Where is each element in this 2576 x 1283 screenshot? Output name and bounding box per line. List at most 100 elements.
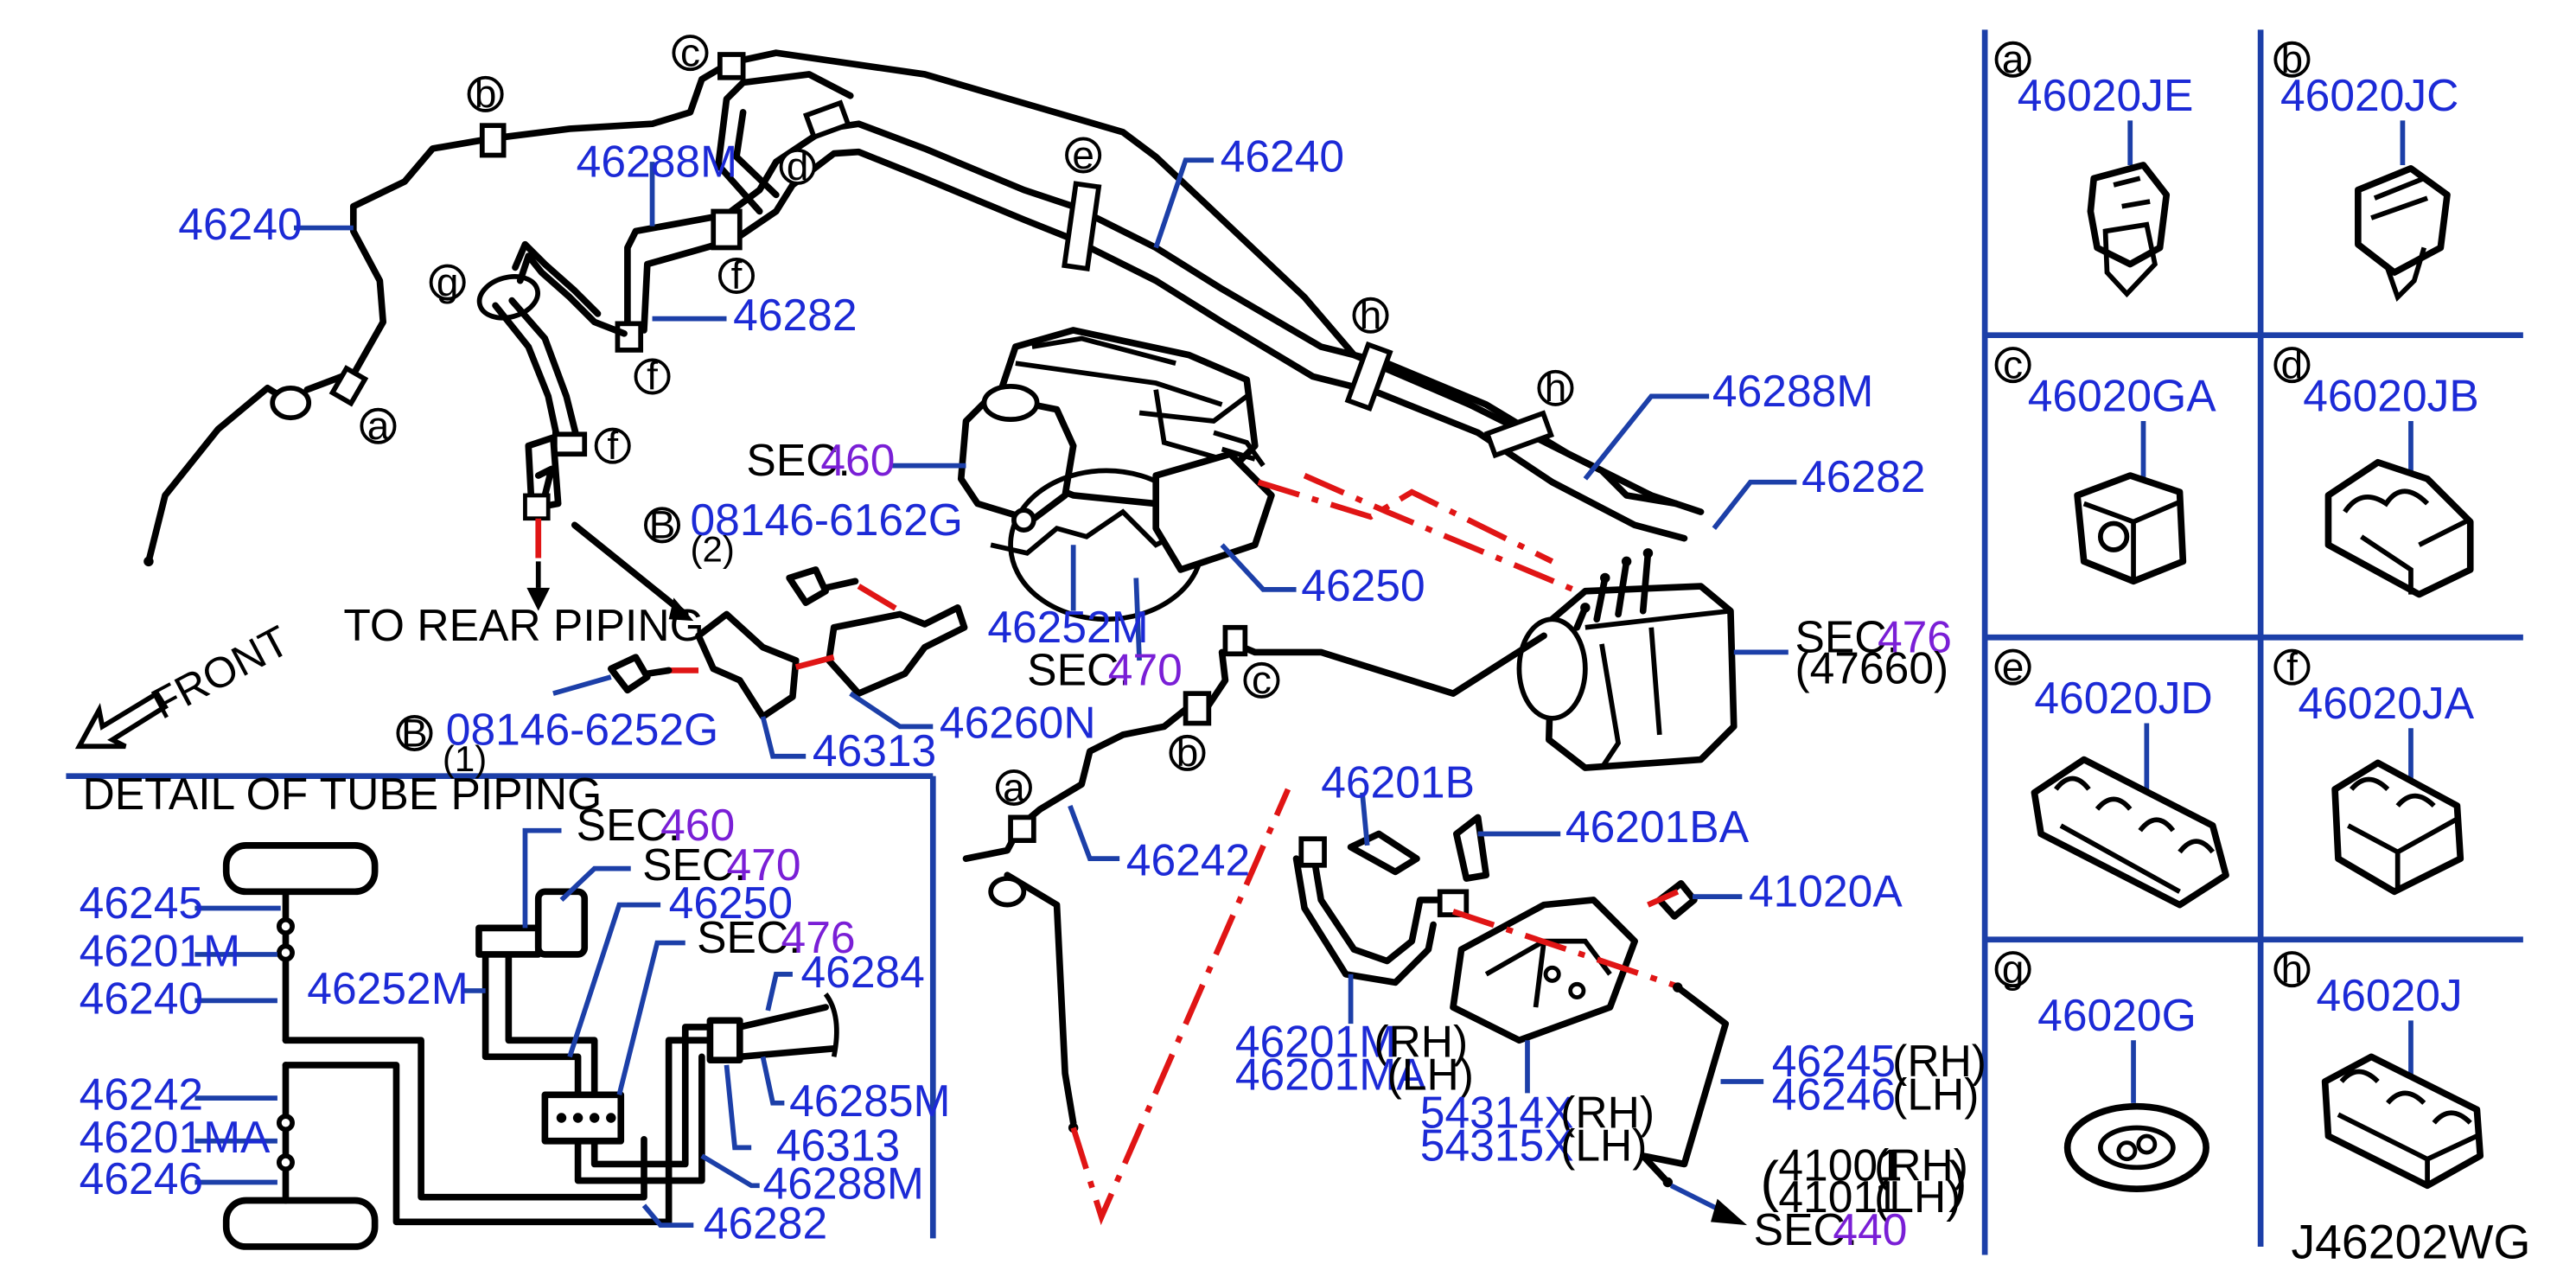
clip-46020JC-icon bbox=[2355, 164, 2451, 276]
label-46313: 46313 bbox=[813, 725, 936, 776]
clip-46201BA-icon bbox=[1453, 814, 1490, 882]
clip-part-number: 46020JE bbox=[2018, 70, 2194, 120]
label-46201B: 46201B bbox=[1321, 756, 1475, 807]
sec-prefix: SEC. bbox=[1795, 611, 1898, 661]
svg-text:f: f bbox=[607, 424, 618, 468]
clip-panel-h: h 46020J bbox=[2273, 947, 2484, 1190]
label-46282: 46282 bbox=[704, 1197, 827, 1248]
svg-text:h: h bbox=[1360, 293, 1382, 337]
callout-letters: a b c d e f g f f h h c b a B B bbox=[360, 30, 1574, 809]
clip-panel-b: b 46020JC bbox=[2273, 37, 2458, 303]
sec-476: 476 bbox=[781, 912, 856, 962]
bolt-08146-6252G-label: 08146-6252G bbox=[446, 704, 718, 754]
bracket-46313-icon bbox=[695, 610, 800, 720]
master-cylinder-booster-icon bbox=[957, 327, 1275, 622]
sec-prefix: SEC. bbox=[1027, 645, 1131, 695]
front-wheel-icon bbox=[222, 842, 379, 896]
clip-panel-a: a 46020JE bbox=[1994, 37, 2194, 298]
connector-46313-icon bbox=[706, 1017, 743, 1063]
clip-panel-f: f 46020JA bbox=[2273, 645, 2475, 896]
label-46201MA: 46201MA bbox=[80, 1112, 271, 1162]
diagram-id: J46202WG bbox=[2291, 1215, 2530, 1268]
svg-text:e: e bbox=[1072, 133, 1094, 177]
clip-panel-d: d 46020JB bbox=[2273, 342, 2479, 598]
label-46246: 46246 bbox=[80, 1153, 203, 1203]
clip-46020JA-icon bbox=[2331, 759, 2464, 896]
label-46245: 46245 bbox=[80, 878, 203, 928]
label-46252M: 46252M bbox=[307, 963, 468, 1013]
grommet-46020G-icon bbox=[2063, 1102, 2209, 1192]
sec-470: 470 bbox=[727, 839, 801, 890]
bolt-qty: (1) bbox=[443, 738, 487, 779]
callout-letter-circle bbox=[1994, 41, 2031, 78]
clip-46020GA-icon bbox=[2074, 472, 2187, 585]
label-41001: 41001 bbox=[1778, 1140, 1902, 1190]
label-41011: 41011 bbox=[1778, 1171, 1899, 1222]
clip-46020JD-icon bbox=[2031, 756, 2229, 909]
rh-label: (RH) bbox=[1874, 1140, 1968, 1190]
svg-text:g: g bbox=[437, 260, 459, 304]
clip-46201B-icon bbox=[1347, 830, 1420, 876]
svg-text:c: c bbox=[680, 30, 700, 74]
svg-text:B: B bbox=[649, 503, 676, 547]
label-46240: 46240 bbox=[80, 973, 203, 1024]
sec-prefix: SEC. bbox=[746, 435, 850, 485]
label-46201M: 46201M bbox=[1235, 1016, 1396, 1066]
label-46282-right: 46282 bbox=[1801, 451, 1925, 501]
sec-460: 460 bbox=[660, 800, 735, 850]
rh-label: (RH) bbox=[1892, 1036, 1986, 1086]
label-46250: 46250 bbox=[669, 878, 793, 928]
label-46242: 46242 bbox=[80, 1069, 203, 1119]
label-46250: 46250 bbox=[1301, 560, 1425, 610]
bolt-qty: (2) bbox=[690, 528, 734, 569]
connector-46260N-icon bbox=[826, 604, 968, 697]
clip-part-number: 46020J bbox=[2317, 970, 2463, 1020]
bracket-54314X-icon bbox=[1450, 897, 1638, 1044]
svg-text:b: b bbox=[475, 72, 497, 116]
label-41020A: 41020A bbox=[1749, 866, 1903, 916]
sec-prefix: SEC. bbox=[642, 839, 746, 890]
callout-letter: h bbox=[2281, 947, 2304, 991]
callout-letter: d bbox=[2281, 342, 2304, 386]
rear-wheel-icon bbox=[222, 1197, 379, 1250]
clip-panel-e: e 46020JD bbox=[1994, 645, 2229, 909]
detail-title: DETAIL OF TUBE PIPING bbox=[83, 769, 603, 819]
bolt-08146-6162G-label: 08146-6162G bbox=[690, 495, 962, 545]
label-46313: 46313 bbox=[776, 1120, 900, 1171]
clip-panel-g: g 46020G bbox=[1994, 947, 2209, 1192]
sec-476: 476 bbox=[1878, 611, 1952, 661]
label-46246: 46246 bbox=[1772, 1069, 1896, 1119]
svg-text:): ) bbox=[1948, 1150, 1967, 1213]
svg-text:b: b bbox=[1176, 731, 1199, 775]
sec-prefix: SEC. bbox=[697, 912, 800, 962]
label-46260N: 46260N bbox=[940, 698, 1096, 748]
label-46242: 46242 bbox=[1126, 834, 1250, 884]
label-46240-right: 46240 bbox=[1221, 131, 1344, 182]
svg-text:f: f bbox=[731, 253, 743, 297]
svg-text:f: f bbox=[647, 354, 658, 399]
label-47660: (47660) bbox=[1795, 643, 1948, 693]
label-46201MA: 46201MA bbox=[1235, 1050, 1426, 1100]
lh-label: (LH) bbox=[1560, 1120, 1647, 1171]
rh-label: (RH) bbox=[1560, 1087, 1655, 1137]
svg-text:a: a bbox=[1003, 765, 1025, 809]
clip-panel-grid bbox=[1981, 29, 2523, 1255]
rh-label: (RH) bbox=[1374, 1016, 1468, 1066]
label-46282-top: 46282 bbox=[733, 290, 857, 340]
main-exploded-view: FRONT a b c d e f g f bbox=[74, 30, 1986, 1254]
clip-part-number: 46020JB bbox=[2303, 371, 2479, 421]
label-46284: 46284 bbox=[800, 947, 924, 997]
sec-prefix: SEC. bbox=[1754, 1204, 1858, 1254]
svg-text:(: ( bbox=[1760, 1150, 1779, 1213]
label-54314X: 54314X bbox=[1420, 1087, 1574, 1137]
clip-panel-c: c 46020GA bbox=[1994, 342, 2217, 585]
clip-part-number: 46020JC bbox=[2280, 70, 2458, 120]
callout-letter: e bbox=[2002, 645, 2024, 689]
sec-470: 470 bbox=[1108, 645, 1183, 695]
sec-prefix: SEC. bbox=[577, 800, 680, 850]
callout-letter: b bbox=[2281, 37, 2304, 81]
clip-part-number: 46020GA bbox=[2028, 371, 2217, 421]
callout-letter: f bbox=[2286, 645, 2298, 689]
lh-label: (LH) bbox=[1874, 1171, 1961, 1222]
